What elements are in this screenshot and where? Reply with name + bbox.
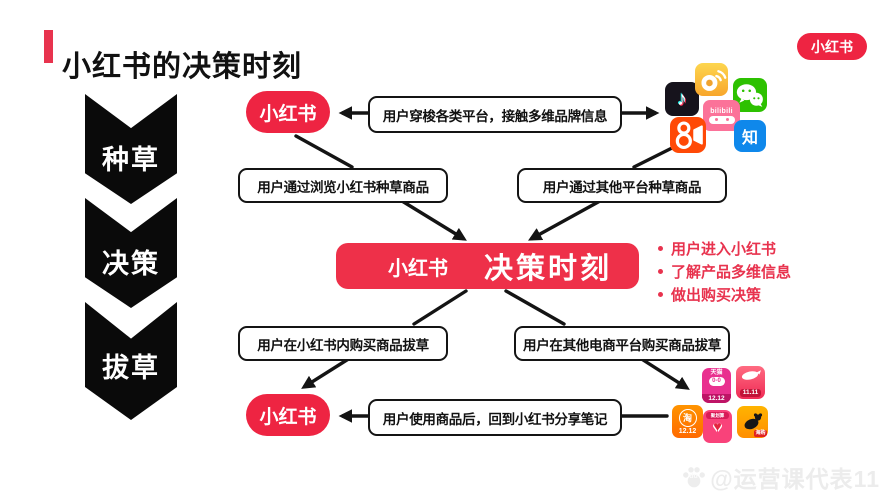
line-xhs-to-midleft (294, 134, 354, 169)
arrow-lowright-to-shops (639, 356, 690, 390)
video-camera-icon (675, 121, 703, 150)
weibo-icon (695, 63, 728, 96)
bullet-dot (658, 292, 663, 297)
page-title: 小红书的决策时刻 (62, 51, 303, 84)
arrow-midright-to-decision (528, 199, 601, 241)
stage-label: 种草 (102, 145, 160, 175)
flow-box-seed-via-xiaohongshu: 用户通过浏览小红书种草商品 (238, 168, 448, 203)
tmall-label: 天猫 (710, 370, 723, 376)
jd-dog-icon (741, 370, 761, 380)
jd-date-badge: 11.11 (739, 389, 762, 397)
kuaishou-icon (670, 117, 706, 153)
zhihu-icon: 知 (734, 120, 766, 152)
taobao-label: 淘 (678, 408, 697, 427)
flow-box-browse-platforms: 用户穿梭各类平台，接触多维品牌信息 (368, 96, 622, 133)
paw-du-label: du (689, 473, 698, 480)
bilibili-icon: bilibili (703, 100, 740, 131)
heart-icon: ♥ (713, 418, 722, 434)
taobao-icon: 淘 12.12 (672, 405, 703, 438)
watermark: du @运营课代表11 (681, 460, 880, 494)
line-apps-to-midright (632, 145, 676, 169)
stage-label: 拔草 (102, 353, 160, 383)
bullet-item: 用户进入小红书 (658, 238, 791, 259)
music-note-icon: ♪ (677, 87, 687, 110)
baidu-paw-icon (683, 467, 706, 488)
decision-bullet-list: 用户进入小红书 了解产品多维信息 做出购买决策 (658, 236, 791, 307)
chat-bubbles-icon (736, 84, 763, 107)
flow-box-buy-in-xiaohongshu: 用户在小红书内购买商品拔草 (238, 326, 448, 361)
decision-box-title: 决策时刻 (484, 253, 613, 285)
line-decision-to-lowright (504, 289, 566, 326)
watermark-text: @运营课代表11 (710, 466, 880, 492)
bullet-dot (658, 246, 663, 251)
line-decision-to-lowleft (412, 289, 468, 326)
koala-icon (744, 413, 762, 430)
zhihu-label: 知 (741, 130, 758, 147)
wechat-icon (733, 78, 767, 112)
juhuasuan-icon: 聚划算 ♥ (703, 410, 732, 443)
tmall-icon: 天猫 0-0 12.12 (702, 368, 731, 403)
bullet-text: 了解产品多维信息 (671, 264, 792, 281)
bilibili-label: bilibili (710, 107, 733, 115)
tmall-date-badge: 12.12 (702, 394, 731, 403)
tmall-cat-face-icon: 0-0 (708, 377, 725, 386)
weibo-eye-icon (701, 70, 727, 91)
bilibili-tv-icon (708, 115, 735, 124)
douyin-icon: ♪ (665, 82, 699, 116)
xiaohongshu-pill-bottom: 小红书 (246, 394, 330, 436)
taobao-date-badge: 12.12 (678, 427, 697, 435)
decision-moment-box: 小红书 决策时刻 (336, 243, 639, 289)
arrow-lowleft-to-xhs (301, 356, 351, 389)
bullet-item: 了解产品多维信息 (658, 261, 791, 282)
bullet-item: 做出购买决策 (658, 284, 791, 305)
decision-box-brand: 小红书 (388, 257, 448, 280)
xiaohongshu-logo-badge: 小红书 (797, 33, 867, 60)
flow-box-seed-via-other: 用户通过其他平台种草商品 (517, 168, 727, 203)
bullet-dot (658, 269, 663, 274)
bullet-text: 做出购买决策 (671, 287, 762, 304)
title-accent-bar (44, 30, 53, 63)
xiaohongshu-pill-top: 小红书 (246, 91, 330, 133)
flow-box-share-notes: 用户使用商品后，回到小红书分享笔记 (368, 399, 622, 436)
juhuasuan-banner: 聚划算 (706, 412, 729, 419)
jd-icon: 11.11 (736, 366, 765, 399)
kaola-badge: 海购 (753, 430, 767, 437)
arrow-midleft-to-decision (401, 199, 467, 241)
kaola-icon: 海购 (737, 406, 768, 438)
flow-box-buy-other-ecommerce: 用户在其他电商平台购买商品拔草 (514, 326, 730, 361)
stage-label: 决策 (102, 249, 160, 279)
bullet-text: 用户进入小红书 (671, 241, 777, 258)
